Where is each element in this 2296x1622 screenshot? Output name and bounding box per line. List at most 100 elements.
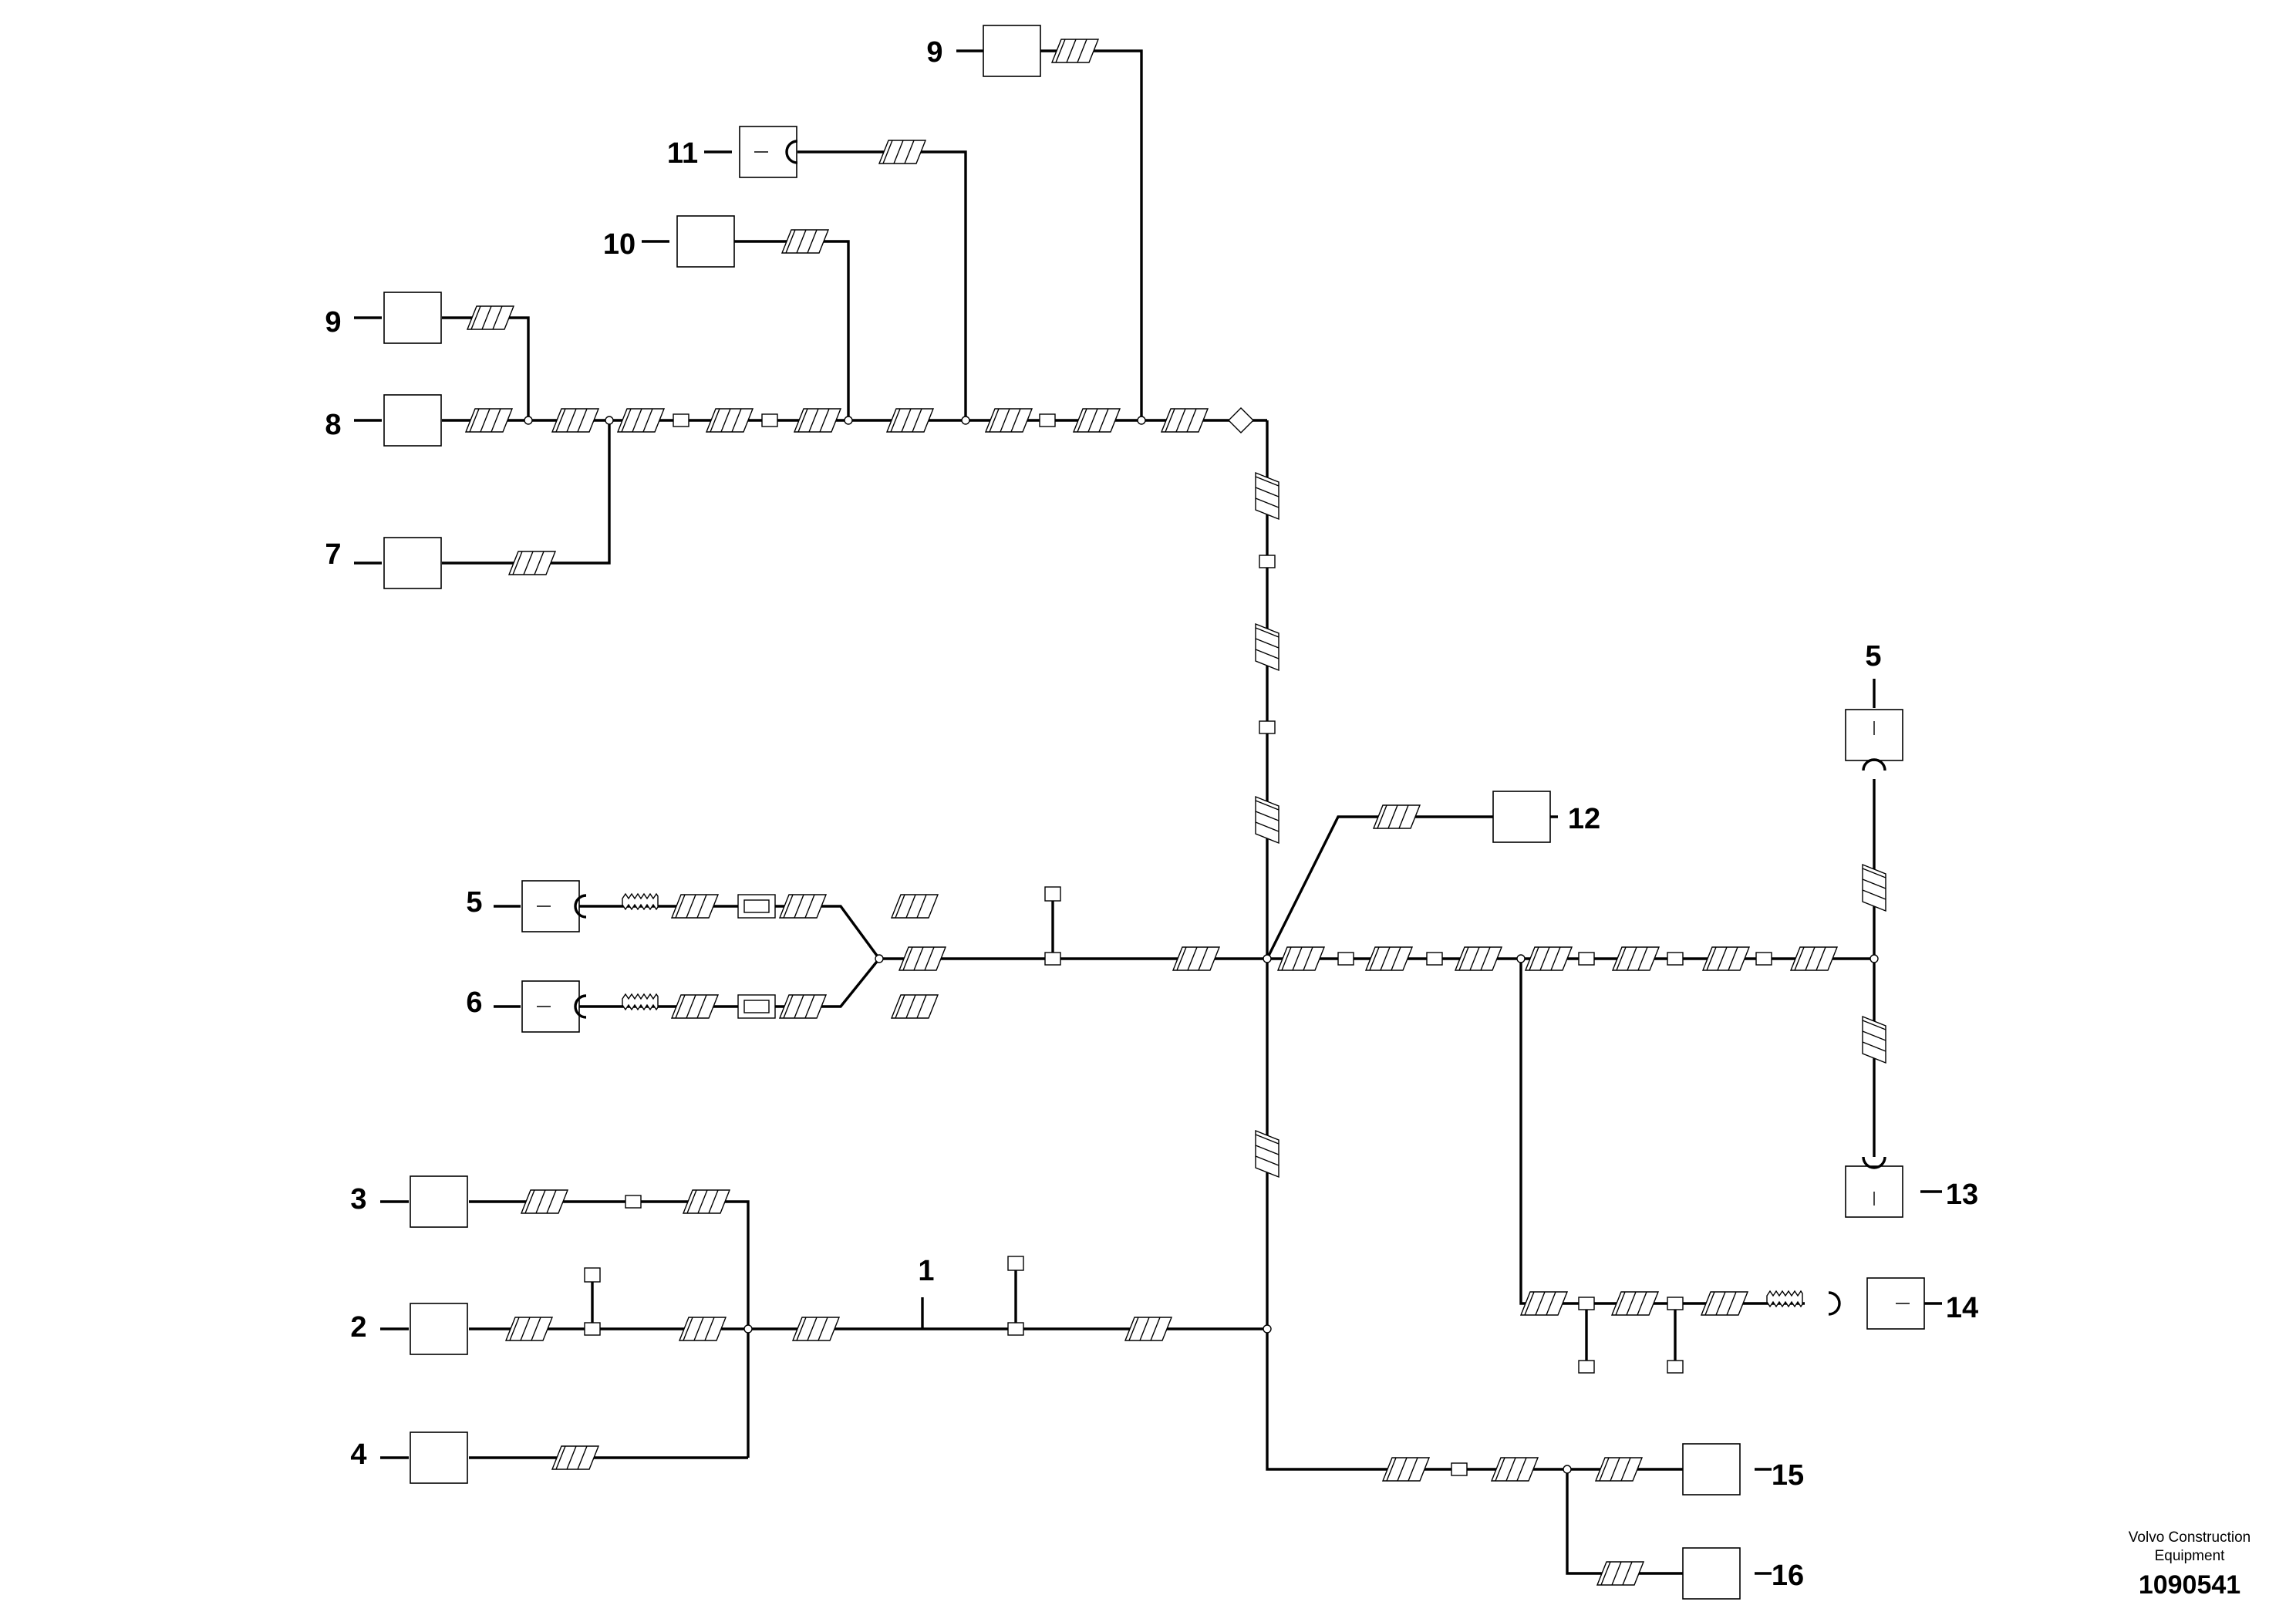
sleeve-outline (1381, 1457, 1431, 1482)
protective-sleeve (793, 408, 842, 433)
sleeve-hatch (1495, 1457, 1505, 1482)
sleeve-hatch (523, 551, 534, 575)
sleeve-hatch (555, 408, 566, 433)
sleeve-hatch (1862, 878, 1886, 889)
company-line-2: Equipment (2155, 1548, 2226, 1564)
sleeve-hatch (1255, 811, 1279, 821)
sleeve-hatch (1622, 1561, 1633, 1586)
clip-marker (1667, 1297, 1684, 1310)
clip-marker (625, 1195, 642, 1209)
sleeve-hatch (1255, 487, 1279, 497)
callout-3: 3 (350, 1183, 366, 1216)
sleeve-outline (1594, 1457, 1644, 1482)
protective-sleeve (1160, 408, 1209, 433)
protective-sleeve (1372, 804, 1421, 829)
sleeve-hatch (1611, 1561, 1622, 1586)
protective-sleeve (678, 1317, 727, 1341)
wire-segment (1566, 1469, 1697, 1575)
sleeve-hatch (708, 1189, 719, 1214)
callout-4: 4 (350, 1438, 366, 1471)
sleeve-outline (682, 1189, 731, 1214)
sleeve-hatch (1516, 1457, 1527, 1482)
sleeve-hatch (1458, 946, 1469, 971)
protective-sleeve (682, 1189, 731, 1214)
protective-sleeve (1862, 863, 1886, 912)
stub-connector (584, 1267, 601, 1283)
sleeve-hatch (1055, 39, 1066, 63)
callout-15: 15 (1772, 1459, 1804, 1492)
sleeve-outline (1364, 946, 1414, 971)
sleeve-hatch (710, 408, 720, 433)
sleeve-outline (1700, 1291, 1749, 1316)
sleeve-hatch (1480, 946, 1491, 971)
sleeve-hatch (1255, 649, 1279, 659)
junction-node (1263, 954, 1272, 963)
protective-sleeve (466, 305, 515, 330)
sleeve-hatch (902, 946, 913, 971)
wire-lines (354, 49, 1942, 1575)
sleeve-outline (778, 994, 828, 1019)
sleeve-hatch (1615, 1291, 1626, 1316)
protective-sleeve (464, 408, 514, 433)
sleeve-hatch (731, 408, 742, 433)
sleeve-hatch (895, 994, 905, 1019)
sleeve-hatch (797, 408, 808, 433)
protective-sleeve (670, 894, 720, 919)
sleeve-outline (1596, 1561, 1645, 1586)
drawing-number: 1090541 (2139, 1570, 2240, 1600)
clip-marker (1337, 952, 1354, 966)
connector-box (1492, 791, 1551, 843)
stub-connector (1007, 1256, 1024, 1271)
sleeve-hatch (1627, 946, 1637, 971)
sleeve-hatch (1610, 1457, 1620, 1482)
sealed-plug (574, 894, 587, 919)
sleeve-hatch (1387, 804, 1398, 829)
sleeve-hatch (1087, 408, 1098, 433)
sleeve-outline (1372, 804, 1421, 829)
sealed-plug (785, 140, 798, 164)
wire-segment (442, 420, 611, 565)
protective-sleeve (1255, 1129, 1279, 1179)
sleeve-hatch (1728, 946, 1738, 971)
junction-node (743, 1324, 753, 1334)
title-block: Volvo Construction Equipment 1090541 (2129, 1529, 2250, 1600)
sleeve-hatch (916, 994, 927, 1019)
sleeve-hatch (1529, 946, 1539, 971)
sleeve-hatch (686, 894, 696, 919)
sleeve-hatch (1397, 1457, 1408, 1482)
wire-segment (706, 240, 850, 420)
protective-sleeve (898, 946, 947, 971)
junction-node (844, 416, 853, 425)
sleeve-hatch (912, 408, 922, 433)
callout-14: 14 (1946, 1292, 1978, 1324)
junction-node (1516, 954, 1526, 963)
connector-box (410, 1175, 468, 1228)
fuse-holder-inner (743, 899, 770, 913)
sleeve-hatch (1255, 800, 1279, 811)
sleeve-hatch (904, 140, 915, 164)
sleeve-hatch (796, 1317, 807, 1341)
protective-sleeve (1519, 1291, 1569, 1316)
protective-sleeve (1524, 946, 1573, 971)
sleeve-hatch (492, 305, 503, 330)
sleeve-hatch (1539, 946, 1550, 971)
junction-node (605, 416, 614, 425)
wire-segment (797, 150, 967, 420)
sleeve-hatch (804, 994, 815, 1019)
sleeve-hatch (1255, 1145, 1279, 1155)
protective-sleeve (616, 408, 666, 433)
sleeve-outline (507, 551, 557, 575)
sleeve-hatch (989, 408, 1000, 433)
sleeve-hatch (783, 994, 794, 1019)
protective-sleeve (1611, 946, 1660, 971)
sleeve-hatch (1255, 627, 1279, 638)
sleeve-hatch (1176, 946, 1187, 971)
sleeve-hatch (890, 408, 901, 433)
sleeve-outline (1124, 1317, 1173, 1341)
bellows-grommet (622, 993, 659, 1011)
sleeve-hatch (1077, 408, 1087, 433)
protective-sleeve (1072, 408, 1121, 433)
sleeve-hatch (696, 994, 707, 1019)
sleeve-hatch (808, 408, 819, 433)
sleeve-hatch (642, 408, 653, 433)
